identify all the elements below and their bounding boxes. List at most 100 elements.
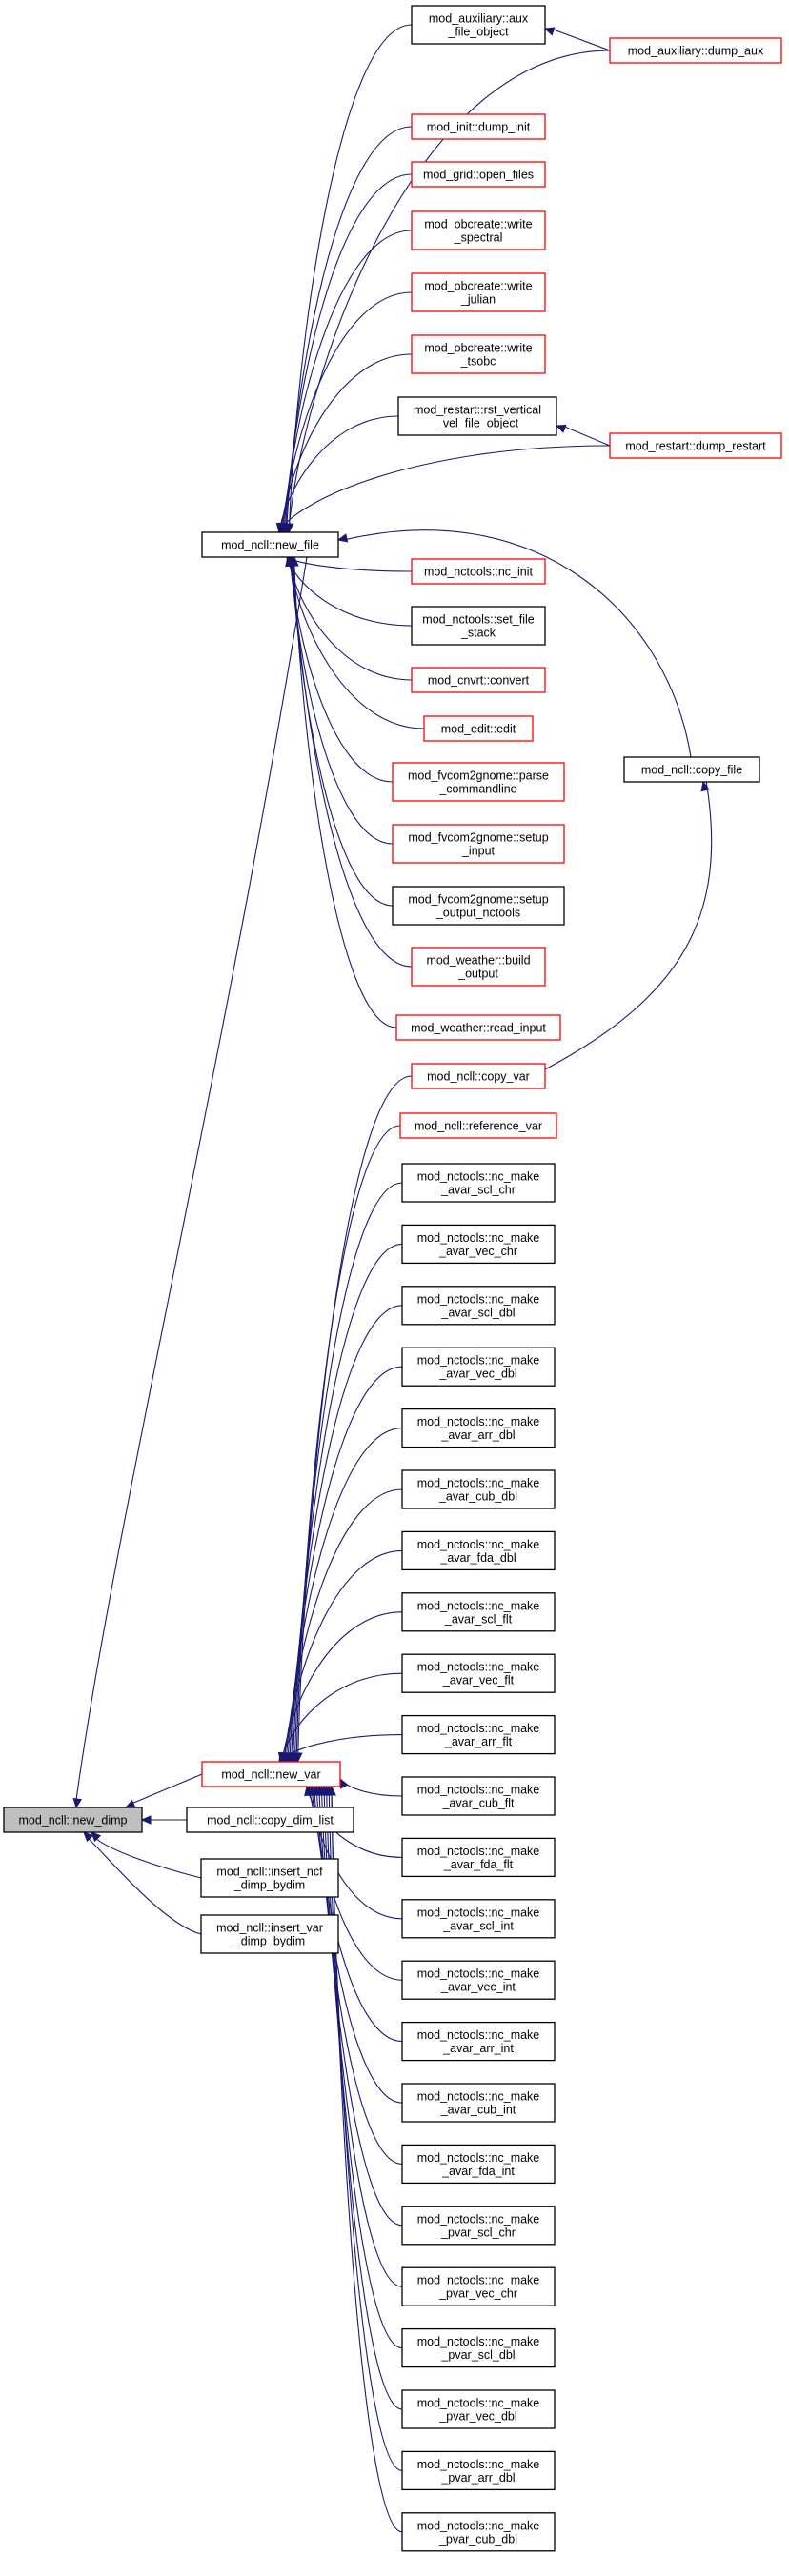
edge-line: [297, 1075, 413, 1763]
node-pvar-cub-dbl[interactable]: mod_nctools::nc_make_pvar_cub_dbl: [401, 2512, 556, 2552]
node-pvar-vec-chr[interactable]: mod_nctools::nc_make_pvar_vec_chr: [401, 2266, 556, 2306]
node-pvar-scl-chr[interactable]: mod_nctools::nc_make_pvar_scl_chr: [401, 2206, 556, 2246]
node-label-line: _pvar_scl_chr: [440, 2226, 516, 2239]
node-avar-fda-flt[interactable]: mod_nctools::nc_make_avar_fda_flt: [401, 1837, 556, 1878]
node-avar-arr-dbl[interactable]: mod_nctools::nc_make_avar_arr_dbl: [401, 1408, 556, 1448]
node-read-input[interactable]: mod_weather::read_input: [395, 1014, 561, 1041]
node-avar-cub-int[interactable]: mod_nctools::nc_make_avar_cub_int: [401, 2083, 556, 2123]
node-label-line: mod_obcreate::write: [424, 218, 532, 231]
edge-layer: [72, 24, 713, 2533]
edge-line: [283, 1549, 403, 1763]
edge-line: [288, 50, 611, 533]
node-pvar-scl-dbl[interactable]: mod_nctools::nc_make_pvar_scl_dbl: [401, 2327, 556, 2368]
node-rst-vertical[interactable]: mod_restart::rst_vertical_vel_file_objec…: [397, 396, 557, 436]
edge-insert_ncf_dimp_bydim-to-new_dimp: [91, 1831, 202, 1879]
node-box: [411, 210, 546, 250]
node-convert[interactable]: mod_cnvrt::convert: [411, 667, 546, 693]
node-dump-init[interactable]: mod_init::dump_init: [411, 113, 546, 140]
node-avar-scl-dbl[interactable]: mod_nctools::nc_make_avar_scl_dbl: [401, 1286, 556, 1326]
arrowhead: [290, 555, 299, 567]
arrowhead: [277, 522, 288, 534]
node-insert-ncf-dimp-bydim[interactable]: mod_ncll::insert_ncf_dimp_bydim: [200, 1858, 339, 1898]
node-copy-var[interactable]: mod_ncll::copy_var: [411, 1063, 546, 1089]
node-avar-scl-flt[interactable]: mod_nctools::nc_make_avar_scl_flt: [401, 1592, 556, 1632]
node-label-line: mod_nctools::nc_make: [417, 2274, 540, 2287]
node-avar-scl-int[interactable]: mod_nctools::nc_make_avar_scl_int: [401, 1899, 556, 1939]
node-insert-var-dimp-bydim[interactable]: mod_ncll::insert_var_dimp_bydim: [200, 1914, 339, 1954]
node-new-file[interactable]: mod_ncll::new_file: [201, 531, 339, 558]
edge-line: [281, 291, 413, 533]
node-label-line: _output_nctools: [435, 907, 520, 920]
node-avar-vec-flt[interactable]: mod_nctools::nc_make_avar_vec_flt: [401, 1653, 556, 1693]
node-box: [411, 1063, 546, 1089]
node-write-spectral[interactable]: mod_obcreate::write_spectral: [411, 210, 546, 250]
node-box: [411, 947, 546, 987]
node-box: [401, 1714, 556, 1755]
node-setup-input[interactable]: mod_fvcom2gnome::setup_input: [392, 824, 565, 864]
node-pvar-arr-dbl[interactable]: mod_nctools::nc_make_pvar_arr_dbl: [401, 2450, 556, 2491]
node-label-line: _avar_cub_int: [440, 2104, 516, 2117]
node-label-line: _avar_vec_chr: [438, 1245, 517, 1258]
node-label-line: _avar_fda_flt: [443, 1858, 514, 1871]
edge-line: [320, 1786, 403, 2227]
node-copy-file[interactable]: mod_ncll::copy_file: [623, 756, 760, 783]
node-avar-vec-chr[interactable]: mod_nctools::nc_make_avar_vec_chr: [401, 1224, 556, 1265]
edge-avar_cub_dbl-to-new_var: [281, 1488, 403, 1764]
node-box: [401, 1408, 556, 1448]
node-copy-dim-list[interactable]: mod_ncll::copy_dim_list: [186, 1807, 354, 1833]
edge-line: [291, 556, 394, 907]
node-label-line: mod_nctools::nc_make: [417, 1967, 540, 1981]
node-box: [411, 5, 546, 45]
node-pvar-vec-dbl[interactable]: mod_nctools::nc_make_pvar_vec_dbl: [401, 2389, 556, 2429]
node-label-line: mod_nctools::nc_make: [417, 1292, 540, 1306]
node-label-line: _input: [461, 845, 496, 858]
node-reference-var[interactable]: mod_ncll::reference_var: [399, 1112, 557, 1139]
edge-line: [292, 1243, 403, 1763]
node-box: [401, 2266, 556, 2306]
node-set-file-stack[interactable]: mod_nctools::set_file_stack: [411, 606, 546, 646]
arrowhead: [140, 1815, 152, 1825]
node-label-line: mod_fvcom2gnome::setup: [408, 893, 548, 907]
node-box: [401, 2021, 556, 2062]
node-avar-cub-dbl[interactable]: mod_nctools::nc_make_avar_cub_dbl: [401, 1469, 556, 1509]
edge-avar_scl_chr-to-new_var: [290, 1182, 403, 1764]
node-avar-fda-int[interactable]: mod_nctools::nc_make_avar_fda_int: [401, 2144, 556, 2185]
node-open-files[interactable]: mod_grid::open_files: [411, 161, 546, 188]
node-box: [401, 2327, 556, 2368]
node-avar-vec-dbl[interactable]: mod_nctools::nc_make_avar_vec_dbl: [401, 1347, 556, 1387]
node-label-line: _avar_vec_int: [440, 1981, 516, 1994]
edge-line: [550, 28, 611, 51]
node-aux-file-object[interactable]: mod_auxiliary::aux_file_object: [411, 5, 546, 45]
edge-line: [277, 445, 611, 533]
node-dump-aux[interactable]: mod_auxiliary::dump_aux: [609, 37, 782, 64]
node-label-line: mod_auxiliary::aux: [429, 12, 529, 26]
node-label-line: _pvar_arr_dbl: [440, 2471, 515, 2485]
edge-line: [328, 1786, 403, 2410]
node-write-tsobc[interactable]: mod_obcreate::write_tsobc: [411, 334, 546, 374]
edge-copy_dim_list-to-new_dimp: [140, 1815, 187, 1825]
node-build-output[interactable]: mod_weather::build_output: [411, 947, 546, 987]
edge-line: [331, 1786, 403, 2471]
node-edit[interactable]: mod_edit::edit: [423, 715, 534, 742]
node-label-line: mod_ncll::new_dimp: [19, 1814, 128, 1827]
node-setup-output-nctools[interactable]: mod_fvcom2gnome::setup_output_nctools: [392, 886, 565, 926]
node-avar-arr-int[interactable]: mod_nctools::nc_make_avar_arr_int: [401, 2021, 556, 2062]
node-label-line: _avar_fda_dbl: [439, 1551, 516, 1565]
arrowhead: [339, 1777, 349, 1789]
node-box: [411, 161, 546, 188]
node-parse-commandline[interactable]: mod_fvcom2gnome::parse_commandline: [392, 762, 565, 802]
node-dump-restart[interactable]: mod_restart::dump_restart: [609, 432, 782, 459]
node-avar-cub-flt[interactable]: mod_nctools::nc_make_avar_cub_flt: [401, 1776, 556, 1816]
node-nc-init[interactable]: mod_nctools::nc_init: [411, 558, 546, 585]
node-avar-arr-flt[interactable]: mod_nctools::nc_make_avar_arr_flt: [401, 1714, 556, 1755]
node-write-julian[interactable]: mod_obcreate::write_julian: [411, 272, 546, 312]
node-avar-scl-chr[interactable]: mod_nctools::nc_make_avar_scl_chr: [401, 1163, 556, 1203]
node-avar-fda-dbl[interactable]: mod_nctools::nc_make_avar_fda_dbl: [401, 1530, 556, 1571]
node-label-line: mod_ncll::insert_ncf: [216, 1866, 323, 1879]
edge-line: [280, 353, 413, 533]
node-new-var[interactable]: mod_ncll::new_var: [201, 1761, 341, 1787]
node-avar-vec-int[interactable]: mod_nctools::nc_make_avar_vec_int: [401, 1960, 556, 2000]
edge-copy_var-to-new_var: [293, 1075, 413, 1764]
edge-line: [75, 556, 308, 1801]
